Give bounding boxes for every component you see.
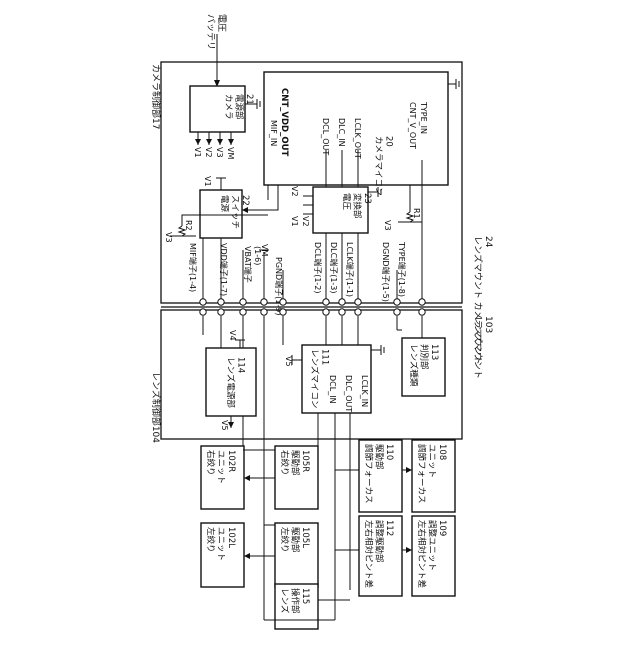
- dlc-in-label: DLC_IN: [337, 118, 346, 147]
- svg-text:V5: V5: [284, 356, 293, 367]
- terminal-pin: [200, 299, 206, 305]
- terminal-pin: [355, 299, 361, 305]
- svg-text:V2: V2: [301, 216, 310, 227]
- lclk-in-label: LCLK_IN: [360, 375, 369, 407]
- svg-text:CNT_V_OUT: CNT_V_OUT: [408, 102, 417, 149]
- svg-text:TYPE端子(1-8): TYPE端子(1-8): [397, 241, 407, 297]
- cnt-v-out-label: CNT_V_OUT: [408, 102, 417, 149]
- terminal-pin: [355, 309, 361, 315]
- svg-text:V4: V4: [228, 330, 237, 341]
- svg-text:V1: V1: [290, 216, 299, 227]
- svg-text:V1: V1: [193, 147, 202, 158]
- v3a-label: V3: [164, 232, 173, 243]
- terminal-pin: [261, 299, 267, 305]
- svg-text:DCL_OUT: DCL_OUT: [321, 118, 330, 155]
- lens-power-v5-label: V5: [220, 420, 229, 431]
- switch-v1-label: V1: [203, 176, 212, 187]
- camera-micom-ground: [448, 79, 459, 89]
- r2-label: R2: [184, 220, 193, 231]
- svg-text:R2: R2: [184, 220, 193, 231]
- lens-mount-label: レンズマウント103: [472, 316, 493, 379]
- r1-label: R1: [412, 208, 421, 219]
- conv-v1-label: V1: [290, 216, 299, 227]
- terminal-pin: [261, 309, 267, 315]
- mif-in-label: MIF_IN: [269, 120, 278, 146]
- svg-text:MIF端子(1-4): MIF端子(1-4): [188, 243, 198, 292]
- svg-text:カメラ制御部17: カメラ制御部17: [150, 64, 162, 129]
- svg-text:カメラ電源部21: カメラ電源部21: [223, 94, 254, 120]
- dlc-out-label: DLC_OUT: [344, 375, 353, 412]
- camera-power-label: カメラ電源部21: [223, 94, 254, 120]
- terminal-pin: [218, 309, 224, 315]
- camera-power-outputs: V1 V2 V3 VM: [193, 132, 235, 159]
- svg-text:V3: V3: [383, 220, 392, 231]
- svg-text:V2: V2: [290, 186, 299, 197]
- type-in-label: TYPE_IN: [419, 101, 428, 134]
- svg-text:TYPE_IN: TYPE_IN: [419, 101, 428, 134]
- cnt-vdd-out-label: CNT_VDD_OUT: [279, 88, 289, 156]
- svg-text:V2: V2: [204, 147, 213, 158]
- terminal-pin: [394, 309, 400, 315]
- svg-text:R1: R1: [412, 208, 421, 219]
- terminal-pin: [394, 299, 400, 305]
- svg-text:DCL_IN: DCL_IN: [328, 375, 337, 404]
- dcl-out-label: DCL_OUT: [321, 118, 330, 155]
- svg-text:MIF_IN: MIF_IN: [269, 120, 278, 146]
- svg-text:V3: V3: [215, 147, 224, 158]
- terminal-pin: [240, 309, 246, 315]
- svg-text:DLC_IN: DLC_IN: [337, 118, 346, 147]
- terminal-pin: [200, 309, 206, 315]
- terminal-pin: [218, 299, 224, 305]
- svg-text:DGND端子(1-5): DGND端子(1-5): [381, 242, 391, 302]
- terminal-pin: [419, 309, 425, 315]
- svg-text:DLC_OUT: DLC_OUT: [344, 375, 353, 412]
- conv-v2b-label: V2: [301, 216, 310, 227]
- terminal-pin: [323, 299, 329, 305]
- terminal-pin: [339, 299, 345, 305]
- svg-text:CNT_VDD_OUT: CNT_VDD_OUT: [279, 88, 289, 156]
- svg-text:バッテリ電圧: バッテリ電圧: [205, 14, 227, 50]
- svg-text:VM: VM: [226, 147, 235, 159]
- lens-micom-v5-label: V5: [284, 356, 293, 367]
- svg-text:レンズマウント103: レンズマウント103: [472, 316, 493, 379]
- svg-text:V3: V3: [164, 232, 173, 243]
- battery-label: バッテリ電圧: [205, 14, 227, 50]
- terminal-pin: [280, 309, 286, 315]
- terminal-pin: [419, 299, 425, 305]
- camera-control-label: カメラ制御部17: [150, 64, 162, 129]
- svg-text:右絞り駆動部105R: 右絞り駆動部105R: [279, 450, 310, 476]
- terminal-pin: [339, 309, 345, 315]
- v3b-label: V3: [383, 220, 392, 231]
- terminal-pin: [323, 309, 329, 315]
- terminal-pin: [280, 299, 286, 305]
- dcl-in-label: DCL_IN: [328, 375, 337, 404]
- svg-text:DLC端子(1-3): DLC端子(1-3): [329, 242, 339, 294]
- lens-control-label: レンズ制御部104: [150, 372, 162, 443]
- svg-text:VBAT端子(1-6): VBAT端子(1-6): [243, 246, 262, 283]
- svg-text:V1: V1: [203, 176, 212, 187]
- svg-text:V5: V5: [220, 420, 229, 431]
- right-aperture-drive-label: 右絞り駆動部105R: [279, 450, 310, 476]
- svg-text:LCLK_IN: LCLK_IN: [360, 375, 369, 407]
- svg-text:レンズ制御部104: レンズ制御部104: [150, 372, 162, 443]
- conv-v2-label: V2: [290, 186, 299, 197]
- lens-power-v4-label: V4: [228, 330, 237, 341]
- svg-text:LCLK端子(1-1): LCLK端子(1-1): [345, 242, 355, 297]
- terminal-pin: [240, 299, 246, 305]
- svg-text:DCL端子(1-2): DCL端子(1-2): [313, 242, 323, 294]
